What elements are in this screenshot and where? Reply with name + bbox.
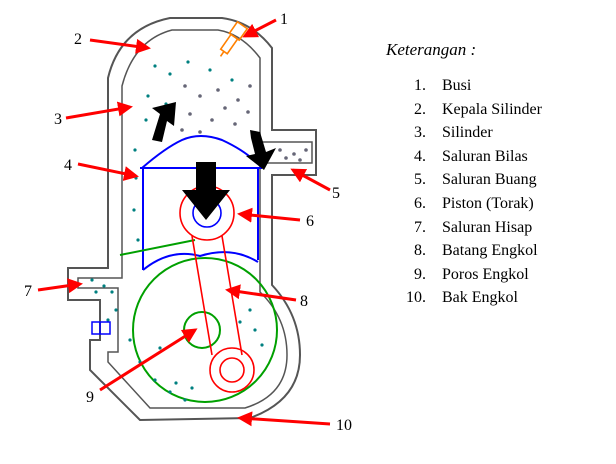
legend-item-label: Bak Engkol — [442, 289, 518, 307]
legend-title: Keterangan : — [386, 40, 477, 59]
legend-item-number: 2. — [414, 100, 426, 118]
legend-item-number: 9. — [414, 265, 426, 283]
callout-arrow-4 — [77, 162, 139, 181]
engine-body-inner — [77, 29, 313, 409]
legend-item-label: Poros Engkol — [442, 265, 529, 283]
legend-item: 9. Poros Engkol — [386, 263, 611, 287]
callout-label-8: 8 — [300, 293, 308, 310]
legend-item-label: Saluran Buang — [442, 171, 537, 189]
legend-item-label: Saluran Hisap — [442, 218, 533, 236]
callout-arrow-6 — [237, 207, 301, 223]
legend-item: 3. Silinder — [386, 121, 611, 145]
callout-arrows — [37, 18, 331, 427]
legend-item-label: Saluran Bilas — [442, 147, 528, 165]
legend-item-number: 8. — [414, 242, 426, 260]
callout-arrow-5 — [290, 168, 331, 192]
legend-item: 8. Batang Engkol — [386, 239, 611, 263]
exhaust-out-arrow — [246, 130, 276, 170]
callout-label-5: 5 — [332, 185, 340, 202]
legend-item: 1. Busi — [386, 74, 611, 98]
legend-item: 6. Piston (Torak) — [386, 192, 611, 216]
engine-body-outer — [67, 17, 317, 422]
callout-label-9: 9 — [86, 389, 94, 406]
callout-label-1: 1 — [280, 11, 288, 28]
legend-item-number: 4. — [414, 147, 426, 165]
callout-arrow-3 — [65, 101, 133, 120]
legend-item-label: Silinder — [442, 124, 493, 142]
legend-item: 10. Bak Engkol — [386, 286, 611, 310]
callout-label-10: 10 — [336, 417, 352, 434]
callout-label-6: 6 — [306, 213, 314, 230]
legend-item-number: 1. — [414, 77, 426, 94]
legend-item-label: Batang Engkol — [442, 242, 538, 260]
legend-item-number: 10. — [406, 289, 426, 307]
engine-diagram: 1 2 3 4 5 6 7 8 9 10 — [24, 11, 352, 434]
legend-item-number: 6. — [414, 194, 426, 212]
callout-arrow-7 — [37, 278, 83, 294]
legend-list: 1. Busi 2. Kepala Silinder 3. Silinder 4. Sa… — [386, 74, 611, 310]
fuel-mixture-dots — [90, 60, 264, 402]
legend-item: 4. Saluran Bilas — [386, 145, 611, 169]
callout-arrow-9 — [99, 328, 198, 392]
legend-item-label: Piston (Torak) — [442, 194, 534, 212]
flow-arrows — [152, 102, 276, 220]
legend-item-label: Kepala Silinder — [442, 100, 542, 118]
legend: Keterangan : 1. Busi 2. Kepala Silinder 3.… — [386, 40, 611, 310]
legend-item-number: 7. — [414, 218, 426, 236]
callout-label-2: 2 — [74, 31, 82, 48]
legend-item-number: 5. — [414, 171, 426, 189]
intake-bolt — [91, 321, 111, 335]
callout-label-7: 7 — [24, 283, 32, 300]
callout-arrow-10 — [237, 411, 331, 427]
legend-item: 5. Saluran Buang — [386, 168, 611, 192]
mixture-up-arrow — [152, 102, 176, 142]
exhaust-gas-dots — [180, 84, 308, 162]
connecting-rod — [179, 185, 255, 393]
piston-down-arrow — [182, 162, 230, 220]
legend-item-number: 3. — [414, 124, 426, 142]
callout-arrow-1 — [242, 18, 277, 38]
callout-arrow-8 — [225, 284, 297, 302]
legend-item-label: Busi — [442, 77, 472, 94]
legend-item: 7. Saluran Hisap — [386, 216, 611, 240]
legend-item: 2. Kepala Silinder — [386, 98, 611, 122]
callout-label-4: 4 — [64, 157, 72, 174]
callout-arrow-2 — [89, 38, 151, 54]
callout-label-3: 3 — [54, 111, 62, 128]
